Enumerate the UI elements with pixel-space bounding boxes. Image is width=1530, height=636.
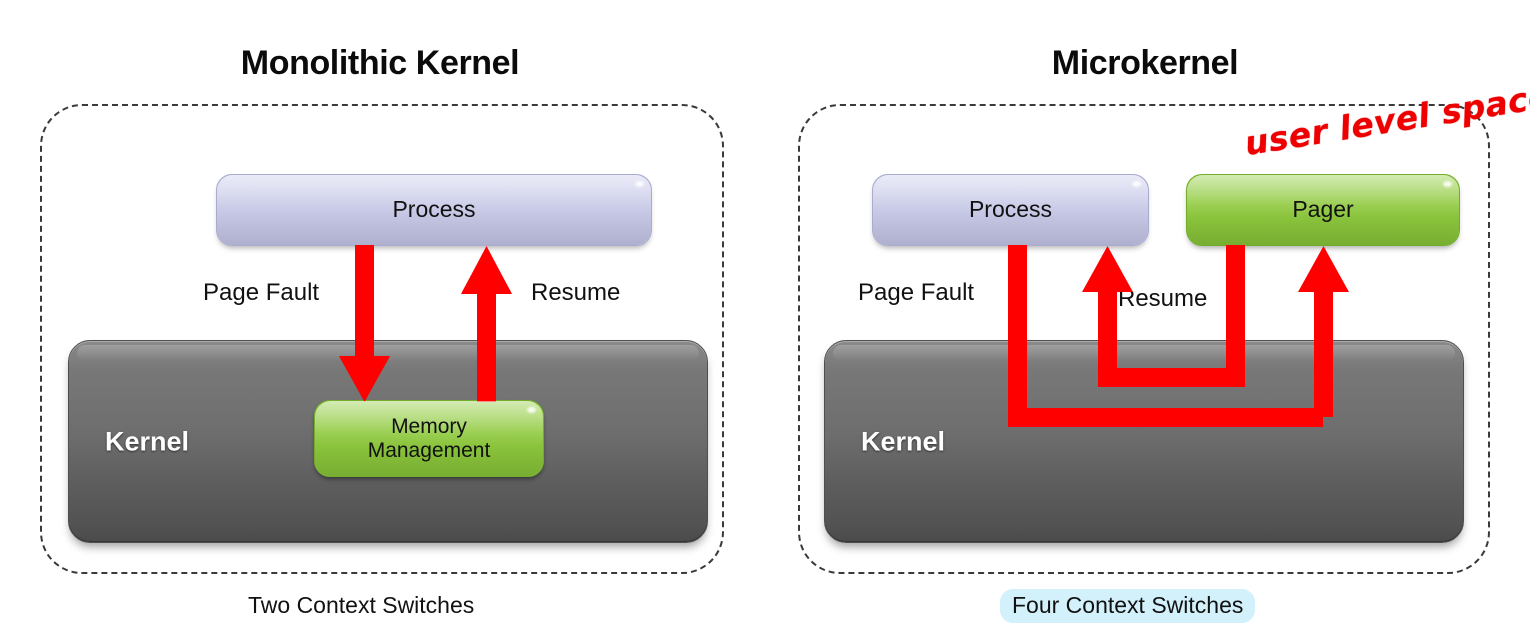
microkernel-pager-box[interactable]: Pager <box>1186 174 1460 246</box>
panel-title-microkernel: Microkernel <box>1051 44 1239 82</box>
monolithic-memory-management-label: Memory Management <box>367 414 491 462</box>
microkernel-pager-label: Pager <box>1292 196 1354 223</box>
monolithic-kernel-label: Kernel <box>105 426 190 456</box>
monolithic-memory-management-box[interactable]: Memory Management <box>314 400 544 477</box>
monolithic-process-box[interactable]: Process <box>216 174 652 246</box>
monolithic-space-container <box>40 104 724 574</box>
panel-title-monolithic: Monolithic Kernel <box>240 44 520 82</box>
monolithic-process-label: Process <box>392 196 476 223</box>
microkernel-space-container <box>798 104 1490 574</box>
microkernel-process-box[interactable]: Process <box>872 174 1149 246</box>
monolithic-resume-label: Resume <box>531 279 621 306</box>
monolithic-caption: Two Context Switches <box>248 592 475 618</box>
microkernel-caption: Four Context Switches <box>1000 589 1256 623</box>
microkernel-kernel-box: Kernel <box>824 340 1464 543</box>
microkernel-process-label: Process <box>968 196 1053 223</box>
microkernel-kernel-label: Kernel <box>861 426 946 456</box>
microkernel-page-fault-label: Page Fault <box>858 279 975 306</box>
microkernel-resume-label: Resume <box>1118 285 1208 312</box>
monolithic-page-fault-label: Page Fault <box>203 279 320 306</box>
